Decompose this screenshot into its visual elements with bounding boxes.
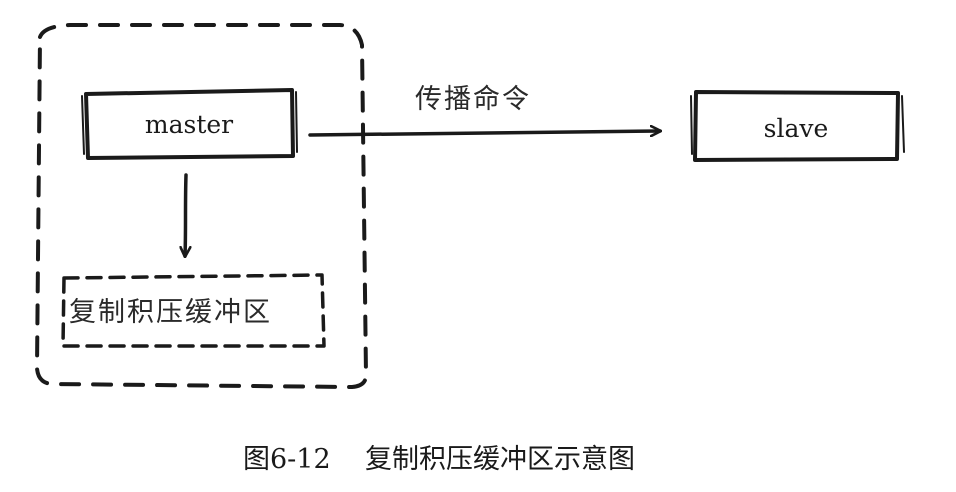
master-node: master [81,88,298,160]
slave-node: slave [690,90,905,162]
slave-box-edge [690,95,905,155]
buffer-arrow [185,173,186,256]
caption-title: 复制积压缓冲区示意图 [365,444,635,475]
buffer-label: 复制积压缓冲区 [69,297,272,328]
propagate-label: 传播命令 [415,84,531,115]
slave-label: slave [764,114,829,143]
master-box-edge [81,91,298,155]
caption-figure-number: 图6-12 [243,444,331,475]
master-box [84,88,295,160]
master-group-boundary [35,23,368,389]
buffer-node: 复制积压缓冲区 [61,273,326,348]
propagate-arrow [308,131,660,135]
master-label: master [145,110,233,139]
slave-box [693,90,900,162]
figure-caption: 图6-12 复制积压缓冲区示意图 [243,444,635,475]
buffer-box [61,273,326,348]
